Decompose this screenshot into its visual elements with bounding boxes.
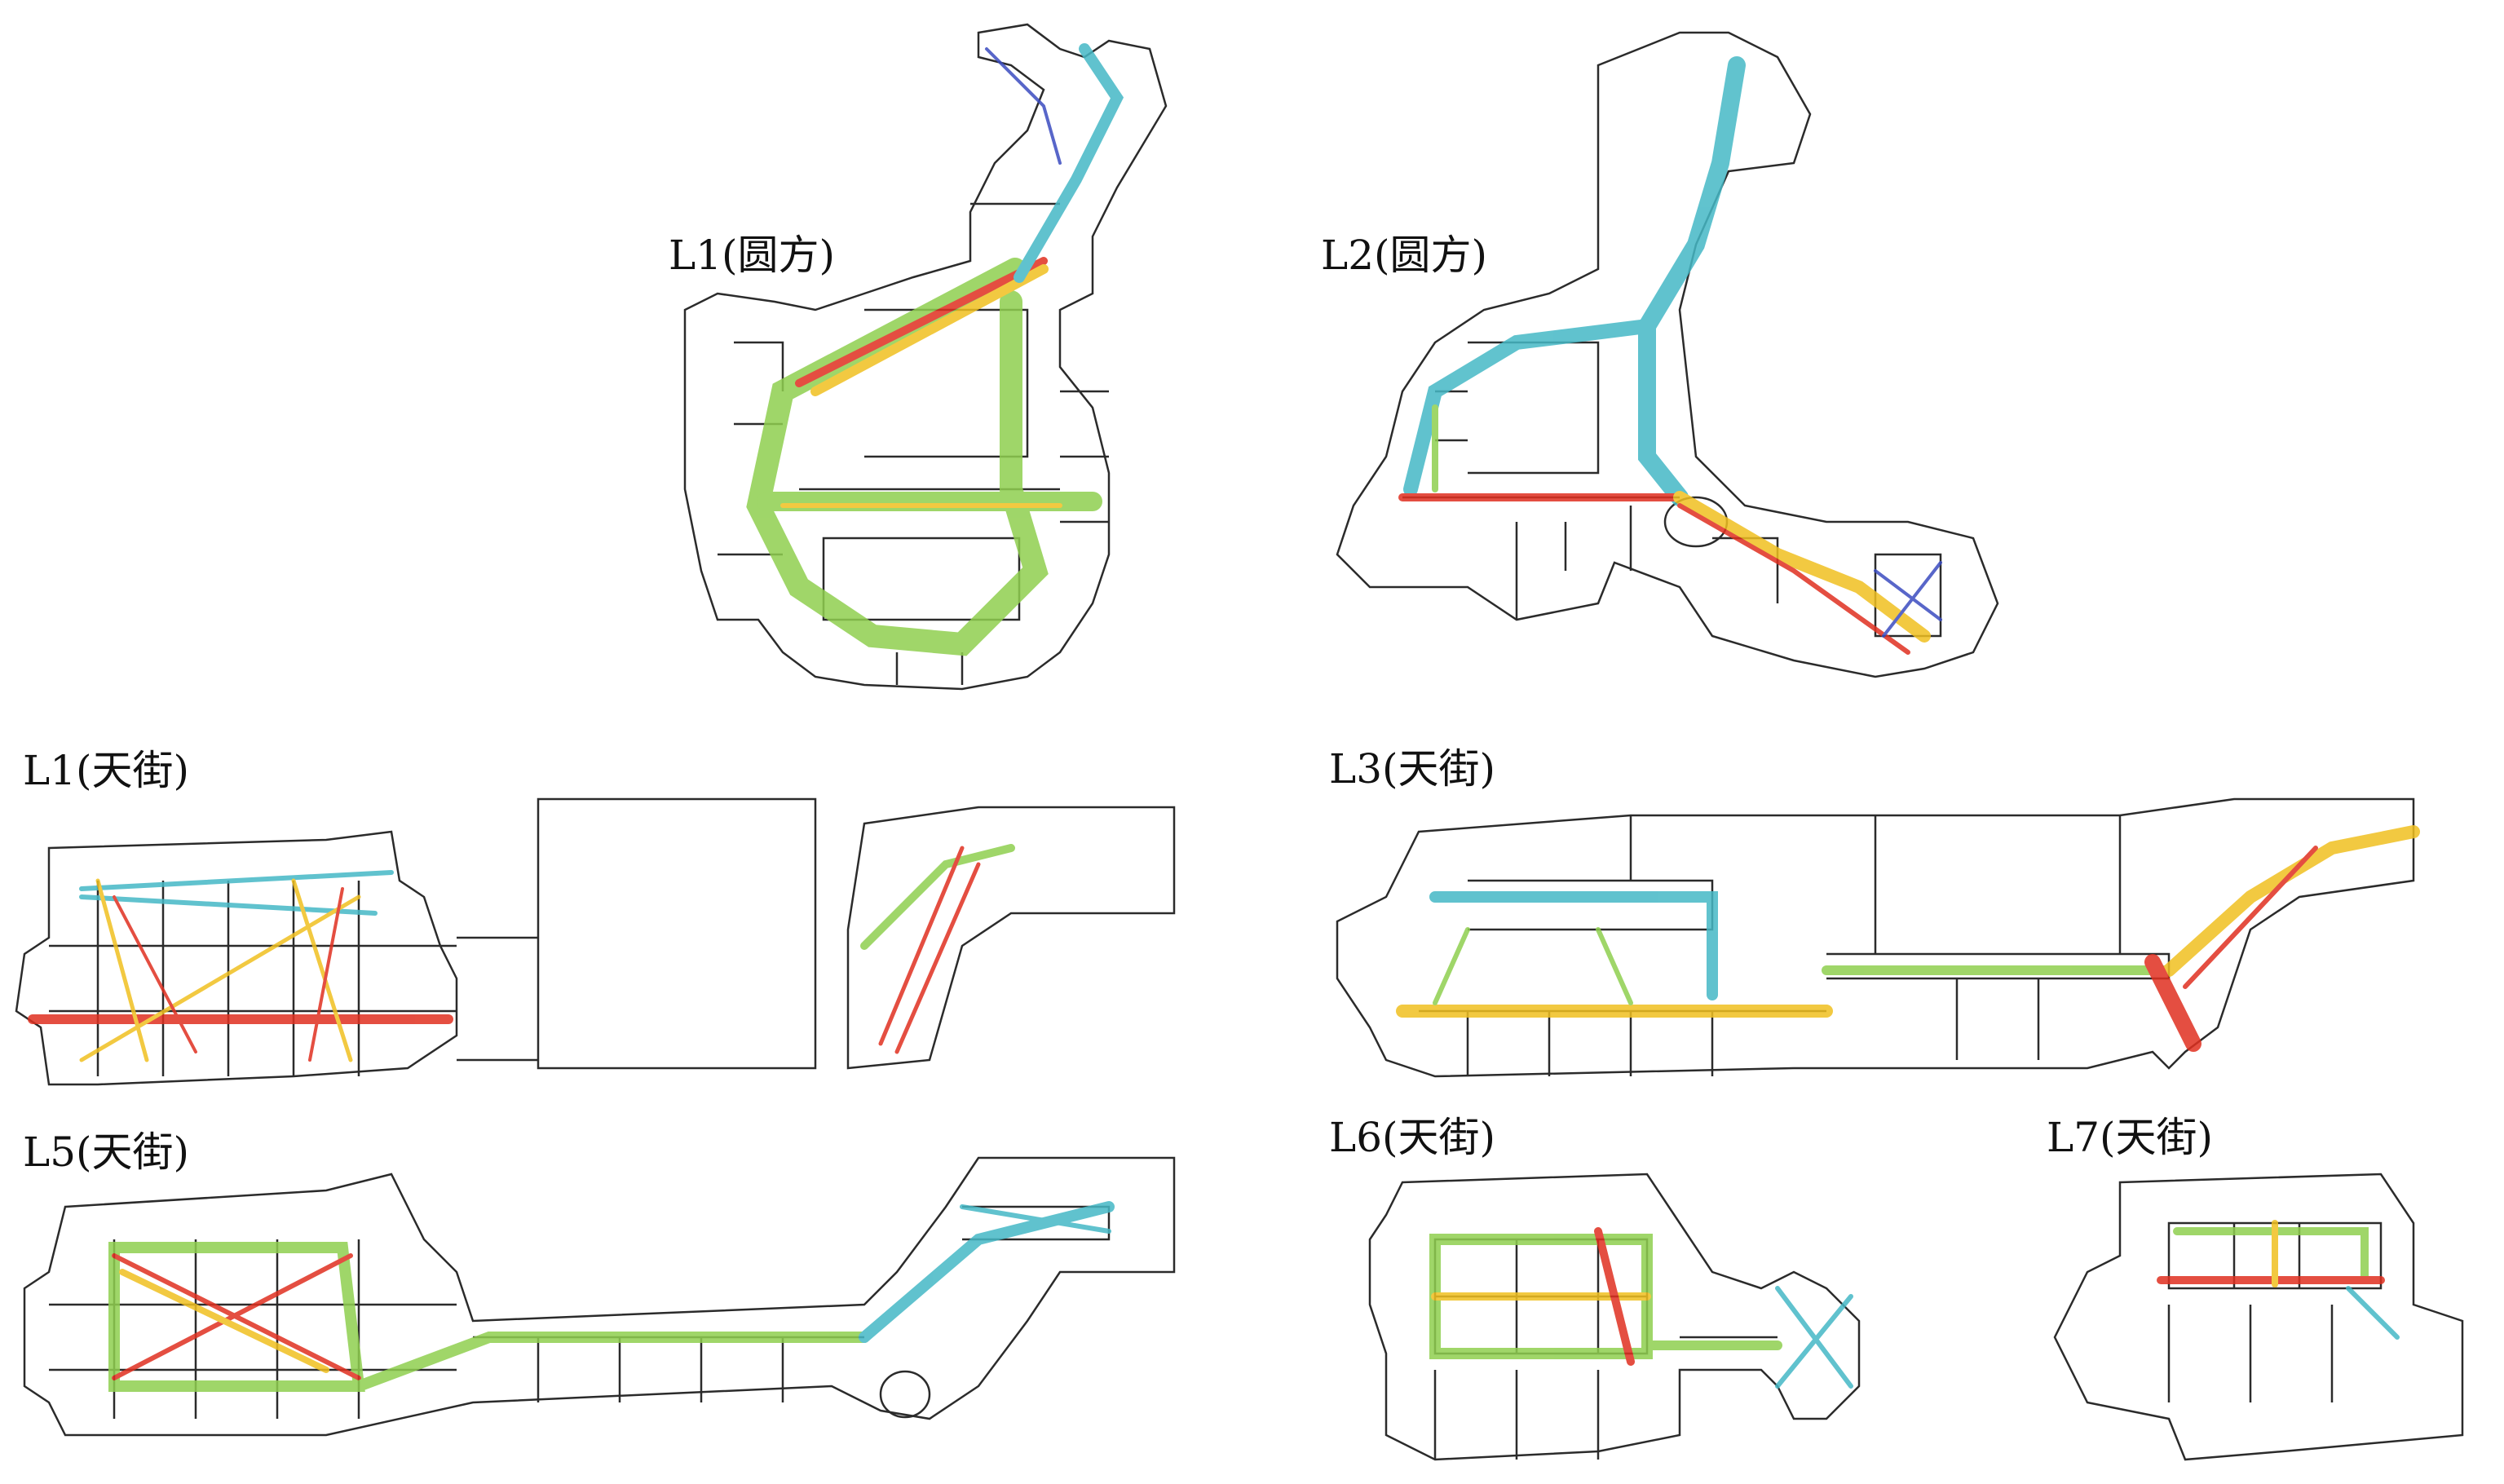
plan-l6-tianjie: [1368, 1173, 1861, 1461]
plan-walls: [2167, 1221, 2383, 1402]
plan-label-l7-tianjie: L7(天街): [2047, 1114, 2214, 1161]
plan-l2-yuanfang: [1336, 31, 1999, 678]
flow-l5-tianjie: [108, 1201, 1115, 1392]
plan-outline: [1336, 31, 1999, 678]
plan-outline: [683, 23, 1168, 691]
plan-atrium: [879, 1370, 931, 1419]
flow-l2-yuanfang: [1398, 56, 1942, 655]
plan-outline: [23, 1156, 1176, 1437]
plan-label-l5-tianjie: L5(天街): [23, 1128, 190, 1176]
plan-walls: [718, 202, 1109, 685]
plan-label-l1-tianjie: L1(天街): [23, 747, 190, 794]
plan-l1-yuanfang: [683, 23, 1168, 691]
plan-l3-tianjie: [1336, 797, 2415, 1078]
flow-l6-tianjie: [1429, 1227, 1853, 1389]
plan-outline: [1336, 797, 2415, 1078]
flow-l7-tianjie: [2157, 1220, 2400, 1340]
plan-walls: [1419, 815, 2171, 1076]
flow-l3-tianjie: [1396, 825, 2420, 1052]
plan-outline: [2053, 1173, 2464, 1461]
flow-l1-yuanfang: [746, 43, 1124, 656]
plan-l1-tianjie: [15, 797, 1176, 1086]
plan-outline: [15, 830, 458, 1086]
plan-label-l3-tianjie: L3(天街): [1329, 745, 1496, 793]
plan-label-l1-yuanfang: L1(圆方): [669, 232, 836, 279]
plan-label-l2-yuanfang: L2(圆方): [1321, 232, 1488, 279]
plan-l7-tianjie: [2053, 1173, 2464, 1461]
plan-label-l6-tianjie: L6(天街): [1329, 1114, 1496, 1161]
plan-outline: [1368, 1173, 1861, 1461]
plan-walls: [49, 797, 1176, 1076]
flow-l1-tianjie: [28, 844, 1015, 1062]
